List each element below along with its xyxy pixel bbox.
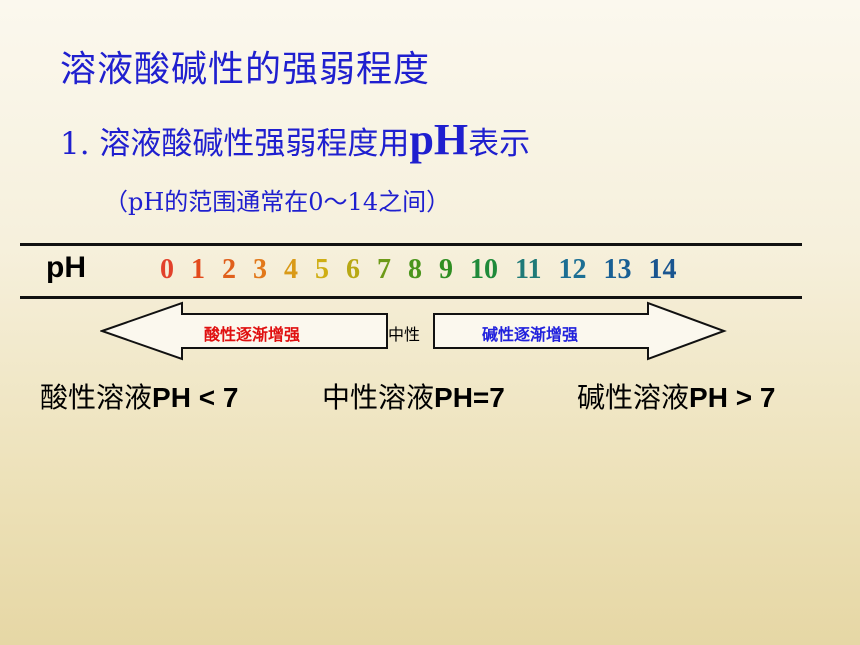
point-one: 1. 溶液酸碱性强弱程度用pH表示 bbox=[60, 114, 530, 165]
ph-value-11: 11 bbox=[515, 254, 542, 285]
ph-value-3: 3 bbox=[253, 254, 267, 285]
ph-value-0: 0 bbox=[160, 254, 174, 285]
acid-arrow bbox=[100, 301, 388, 361]
ph-value-1: 1 bbox=[191, 254, 205, 285]
range-note: （pH的范围通常在0～14之间） bbox=[104, 188, 451, 216]
summary-acid-value: PH < 7 bbox=[152, 382, 239, 413]
ph-value-5: 5 bbox=[315, 254, 329, 285]
summary-neutral-value: PH=7 bbox=[434, 382, 505, 413]
base-arrow bbox=[433, 301, 727, 361]
ph-value-7: 7 bbox=[377, 254, 391, 285]
ph-value-9: 9 bbox=[439, 254, 453, 285]
acid-increasing-label: 酸性逐渐增强 bbox=[204, 325, 301, 344]
base-increasing-label: 碱性逐渐增强 bbox=[482, 325, 579, 344]
neutral-label: 中性 bbox=[388, 325, 421, 344]
scale-top-rule bbox=[20, 243, 802, 246]
ph-value-14: 14 bbox=[648, 254, 677, 285]
point-one-suffix: 表示 bbox=[468, 126, 531, 162]
ph-value-6: 6 bbox=[346, 254, 360, 285]
ph-value-2: 2 bbox=[222, 254, 236, 285]
summary-neutral-text: 中性溶液 bbox=[322, 381, 435, 414]
slide-title: 溶液酸碱性的强弱程度 bbox=[60, 49, 431, 90]
summary-acid-text: 酸性溶液 bbox=[40, 381, 153, 414]
summary-neutral: 中性溶液PH=7 bbox=[322, 376, 505, 416]
point-one-prefix: 1. 溶液酸碱性强弱程度用 bbox=[60, 126, 410, 162]
summary-base: 碱性溶液PH > 7 bbox=[577, 376, 775, 416]
ph-value-13: 13 bbox=[603, 254, 632, 285]
ph-value-8: 8 bbox=[408, 254, 422, 285]
point-one-ph: pH bbox=[409, 115, 469, 164]
summary-base-value: PH > 7 bbox=[689, 382, 776, 413]
ph-value-10: 10 bbox=[470, 254, 498, 285]
summary-base-text: 碱性溶液 bbox=[577, 381, 690, 414]
acidity-arrow-diagram bbox=[100, 301, 727, 361]
summary-acid: 酸性溶液PH < 7 bbox=[40, 376, 238, 416]
scale-bottom-rule bbox=[20, 296, 802, 299]
ph-value-12: 12 bbox=[558, 254, 587, 285]
ph-scale-label: pH bbox=[46, 251, 86, 284]
ph-value-4: 4 bbox=[284, 254, 298, 285]
